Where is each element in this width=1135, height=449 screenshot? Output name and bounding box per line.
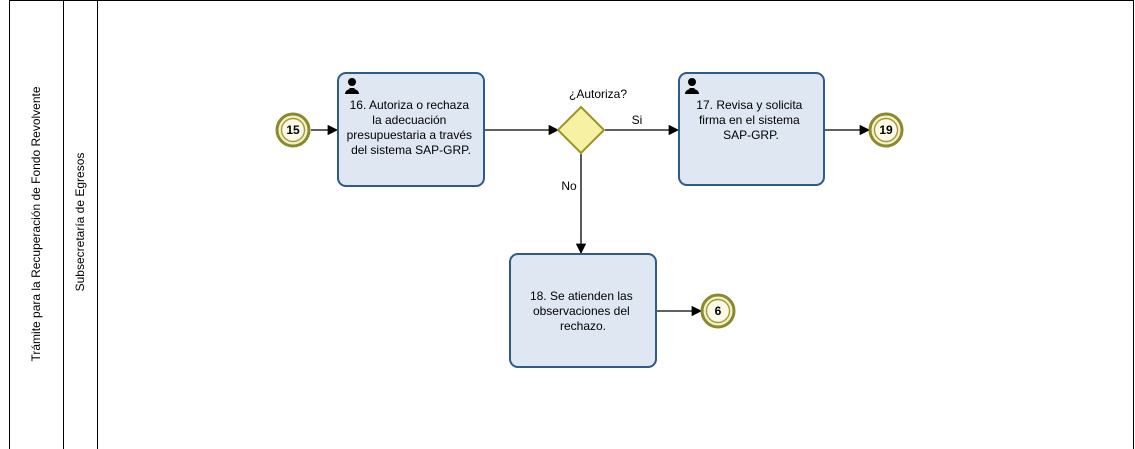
event-6-label: 6 xyxy=(715,304,722,318)
pool-title: Trámite para la Recuperación de Fondo Re… xyxy=(29,86,43,361)
sequence-flows xyxy=(311,124,871,317)
task-16[interactable]: 16. Autoriza o rechaza la adecuación pre… xyxy=(337,72,485,187)
flow-label-no: No xyxy=(561,179,577,193)
pool xyxy=(9,0,1134,449)
lane-title: Subsecretaría de Egresos xyxy=(73,153,87,292)
exclusive-gateway[interactable] xyxy=(556,105,606,155)
event-6[interactable]: 6 xyxy=(700,293,736,329)
task-17-text: 17. Revisa y solicita firma en el sistem… xyxy=(696,98,805,142)
gateway-question: ¿Autoriza? xyxy=(569,87,627,101)
task-17[interactable]: 17. Revisa y solicita firma en el sistem… xyxy=(678,72,825,186)
event-15[interactable]: 15 xyxy=(275,112,311,148)
flow-label-yes: Si xyxy=(632,113,643,127)
task-18[interactable]: 18. Se atienden las observaciones del re… xyxy=(509,253,657,368)
event-19[interactable]: 19 xyxy=(868,112,904,148)
task-16-text: 16. Autoriza o rechaza la adecuación pre… xyxy=(347,98,476,157)
task-18-text: 18. Se atienden las observaciones del re… xyxy=(530,289,636,333)
event-15-label: 15 xyxy=(286,123,300,137)
event-19-label: 19 xyxy=(879,123,893,137)
